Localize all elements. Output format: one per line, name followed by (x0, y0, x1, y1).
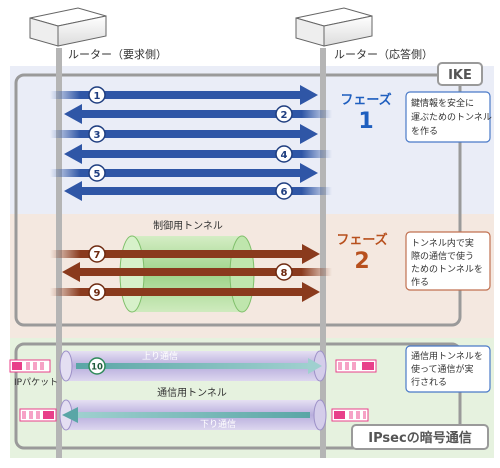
step-6-badge: 6 (275, 182, 293, 200)
phase2-arrow-8 (62, 262, 332, 282)
phase1-note-line-1: 鍵情報を安全に (411, 97, 474, 109)
svg-text:10: 10 (91, 363, 103, 373)
step-9-badge: 9 (88, 283, 106, 301)
phase2-arrow-7 (50, 244, 320, 264)
step-1-badge: 1 (88, 86, 106, 104)
router-left-label: ルーター（要求側） (68, 48, 167, 61)
upstream-label: 上り通信 (142, 350, 178, 362)
packet-lower-left-icon (19, 408, 57, 422)
phase1-arrow-4 (64, 144, 332, 164)
step-3-badge: 3 (88, 125, 106, 143)
svg-text:2: 2 (281, 110, 288, 121)
phase2-label: フェーズ (336, 232, 387, 248)
packet-right-icon (335, 359, 377, 373)
ike-title-box (437, 62, 483, 86)
phase2-arrow-9 (50, 282, 320, 302)
phase1-note-line-2: 運ぶためのトンネル (411, 112, 492, 123)
phase1-number: 1 (358, 109, 373, 134)
step-4-badge: 4 (275, 145, 293, 163)
phase2-note-line-4: 作る (411, 276, 429, 288)
step-8-badge: 8 (275, 263, 293, 281)
packet-left-icon (9, 359, 51, 373)
router-left-icon (29, 7, 107, 47)
svg-text:8: 8 (281, 268, 288, 279)
phase1-label: フェーズ (340, 92, 391, 108)
ipsec-note-line-1: 通信用トンネルを (411, 350, 483, 362)
ipsec-frame (14, 342, 462, 450)
phase1-arrow-1 (50, 85, 318, 105)
phase1-arrow-5 (50, 163, 318, 183)
svg-text:9: 9 (94, 288, 101, 299)
ipsec-note-line-3: 行される (411, 376, 447, 388)
step-7-badge: 7 (88, 245, 106, 263)
packet-lower-right-icon (331, 408, 369, 422)
svg-text:7: 7 (94, 250, 101, 261)
step-2-badge: 2 (275, 105, 293, 123)
svg-text:4: 4 (281, 150, 288, 161)
phase1-arrow-6 (64, 181, 332, 201)
ipsec-title-box (351, 424, 489, 450)
right-vertical-line (320, 48, 326, 458)
phase2-note-line-2: 際の通信で使う (411, 250, 474, 262)
packet-label: IPパケット (14, 377, 58, 388)
data-tunnel-label: 通信用トンネル (157, 387, 227, 399)
phase2-note: トンネル内で実 際の通信で使う ためのトンネルを 作る (405, 231, 491, 291)
svg-text:6: 6 (281, 187, 288, 198)
phase1-arrow-3 (50, 124, 318, 144)
ipsec-note-line-2: 使って通信が実 (411, 363, 474, 375)
svg-text:1: 1 (94, 91, 101, 102)
step-5-badge: 5 (88, 164, 106, 182)
ipsec-note: 通信用トンネルを 使って通信が実 行される (405, 345, 491, 393)
control-tunnel-label: 制御用トンネル (153, 219, 223, 232)
downstream-label: 下り通信 (200, 418, 236, 430)
phase1-note: 鍵情報を安全に 運ぶためのトンネル を作る (405, 91, 492, 143)
ike-frame (14, 73, 462, 327)
upstream-tunnel (59, 350, 327, 382)
router-right-icon (295, 7, 373, 47)
phase2-note-line-3: ためのトンネルを (411, 264, 483, 275)
step-10-badge: 10 (88, 357, 106, 375)
phase1-note-line-3: を作る (411, 125, 438, 137)
router-right-label: ルーター（応答側） (334, 47, 433, 61)
phase1-arrow-2 (64, 104, 332, 124)
ipsec-title: IPsecの暗号通信 (368, 430, 471, 446)
svg-text:3: 3 (94, 130, 101, 141)
phase2-note-line-1: トンネル内で実 (411, 237, 474, 249)
downstream-tunnel (59, 399, 327, 431)
ike-title: IKE (448, 68, 472, 83)
svg-text:5: 5 (94, 169, 101, 180)
phase2-number: 2 (354, 249, 369, 274)
